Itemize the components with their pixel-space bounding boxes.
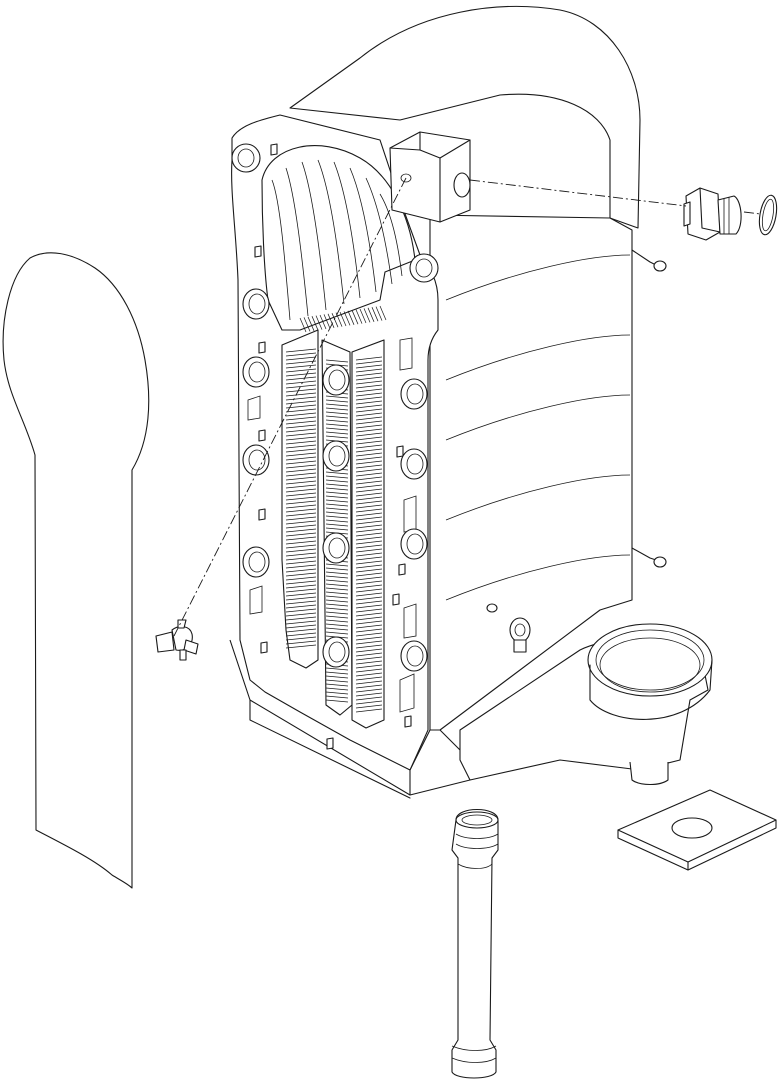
square-gasket (617, 789, 777, 871)
side-fitting (486, 603, 531, 653)
pipe-ports (242, 288, 428, 672)
sensor-housing (389, 131, 471, 223)
assembly-line-sensor (173, 177, 407, 637)
fins-left (285, 305, 387, 649)
gasket-cover (2, 252, 150, 889)
flue-collar (459, 623, 713, 786)
assembly-line-plug (469, 179, 687, 207)
rear-dome (289, 5, 641, 229)
condensate-pipe (451, 809, 499, 1079)
arch-opening (261, 145, 416, 331)
threaded-plug (683, 187, 742, 241)
fins-right (355, 356, 383, 713)
o-ring (758, 194, 778, 236)
studs (254, 143, 412, 750)
assembly-line-oring (743, 211, 761, 215)
heat-exchanger (229, 5, 667, 799)
wing-nut (155, 619, 199, 661)
